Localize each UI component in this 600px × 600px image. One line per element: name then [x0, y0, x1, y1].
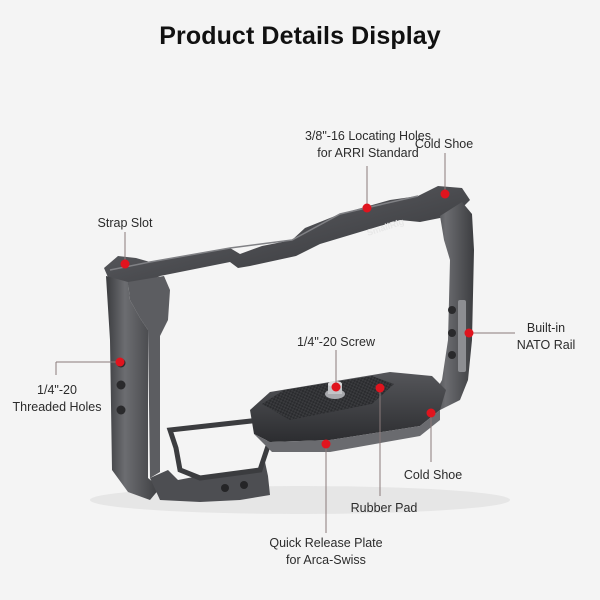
- cage-left-side: [106, 276, 170, 500]
- cage-right-side: [430, 202, 474, 410]
- callout-dots: [115, 189, 474, 449]
- callout-nato-rail: Built-in NATO Rail: [516, 321, 576, 352]
- callout-quick-release: Quick Release Plate for Arca-Swiss: [269, 536, 383, 567]
- callout-cold-shoe-top: Cold Shoe: [414, 137, 474, 151]
- callout-cold-shoe-bottom: Cold Shoe: [403, 468, 463, 482]
- callout-strap-slot: Strap Slot: [97, 216, 153, 230]
- cage-base: [150, 417, 273, 502]
- leader-lines: [55, 153, 515, 533]
- cage-top-bar: [104, 186, 470, 286]
- callout-locating-holes: 3/8"-16 Locating Holes for ARRI Standard: [304, 129, 432, 160]
- callout-threaded-holes: 1/4"-20 Threaded Holes: [12, 383, 102, 414]
- page-title: Product Details Display: [159, 22, 441, 50]
- callout-screw: 1/4"-20 Screw: [296, 335, 376, 349]
- callout-rubber-pad: Rubber Pad: [350, 501, 418, 515]
- quick-release-plate: [250, 372, 446, 452]
